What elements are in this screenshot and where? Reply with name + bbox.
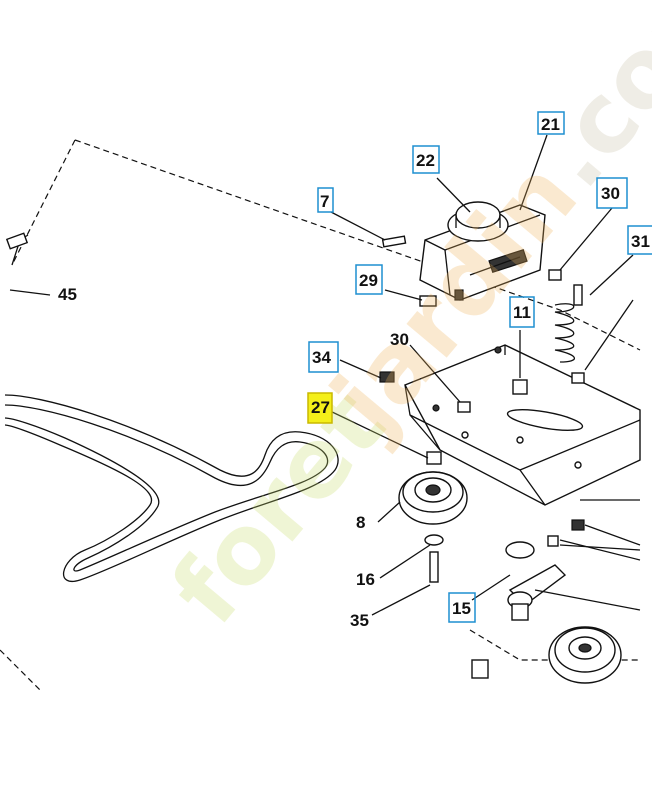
label-box-31 [627, 225, 652, 255]
drive-belt [4, 394, 339, 583]
label-29[interactable]: 29 [359, 271, 378, 290]
label-15[interactable]: 15 [452, 599, 471, 618]
label-box-15 [448, 592, 476, 623]
part-7-screw [381, 235, 407, 248]
label-8[interactable]: 8 [356, 513, 365, 532]
part-35-bolt [429, 551, 439, 583]
part-22-cap [447, 201, 509, 242]
label-7[interactable]: 7 [320, 192, 329, 211]
label-35[interactable]: 35 [350, 611, 369, 630]
label-box-22 [412, 145, 440, 174]
label-box-11 [509, 296, 535, 328]
label-22[interactable]: 22 [416, 151, 435, 170]
label-30-middle[interactable]: 30 [390, 330, 409, 349]
part-11-bolt [512, 330, 528, 395]
label-34[interactable]: 34 [312, 348, 331, 367]
part-45-bracket [5, 232, 51, 296]
part-8-pulley [398, 451, 468, 525]
mounting-plate [404, 344, 641, 506]
label-box-30-top [596, 177, 628, 209]
leader-lines [327, 134, 641, 616]
part-16-washer [424, 534, 444, 546]
label-box-29 [355, 264, 383, 295]
label-11[interactable]: 11 [513, 303, 531, 322]
lower-pulley [548, 626, 622, 684]
label-box-27-highlight [307, 392, 333, 424]
label-45[interactable]: 45 [58, 285, 77, 304]
watermark: foret jardin .com [150, 0, 652, 645]
label-31[interactable]: 31 [631, 232, 650, 251]
part-29-bolt [419, 289, 464, 307]
label-16[interactable]: 16 [356, 570, 375, 589]
dashed-outline [74, 139, 641, 351]
label-21[interactable]: 21 [541, 115, 560, 134]
dashed-outline-left [11, 139, 76, 266]
label-box-7 [317, 187, 334, 213]
part-15-arm [471, 519, 585, 679]
dashed-outline-bottom-left [0, 649, 41, 691]
part-spring [554, 303, 576, 363]
part-30-nut-middle [457, 401, 471, 413]
label-box-21 [537, 111, 565, 135]
part-30-nut-top [548, 269, 585, 384]
label-27[interactable]: 27 [311, 398, 330, 417]
label-30-top[interactable]: 30 [601, 184, 620, 203]
label-box-34 [308, 341, 339, 373]
